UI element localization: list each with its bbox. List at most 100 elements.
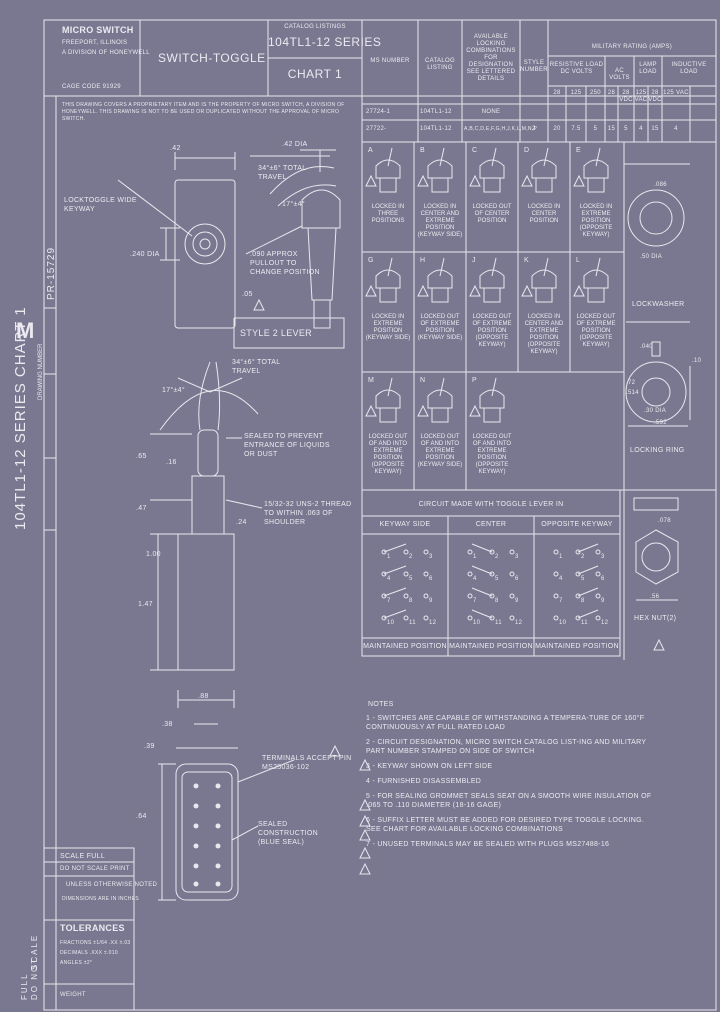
circuit-terminal xyxy=(554,594,558,598)
locking-description: LOCKED OUT OF AND INTO EXTREME POSITION … xyxy=(472,434,512,475)
circuit-terminal xyxy=(510,550,514,554)
mini-toggle-sketch xyxy=(376,258,400,302)
dim-100: 1.00 xyxy=(146,551,161,558)
voltage-cell: 28 VDC xyxy=(619,90,633,103)
locking-letter: E xyxy=(576,147,581,154)
terminal-number: 7 xyxy=(387,598,391,604)
terminal-number: 9 xyxy=(601,598,605,604)
circuit-terminal xyxy=(382,550,386,554)
note-item: 2 - CIRCUIT DESIGNATION, MICRO SWITCH CA… xyxy=(366,739,647,755)
mini-toggle-sketch xyxy=(376,148,400,192)
ac-header: AC VOLTS xyxy=(609,68,630,81)
terminal-number: 1 xyxy=(559,554,563,560)
circuit-footer-1: MAINTAINED POSITION xyxy=(363,643,447,650)
mini-toggle-sketch xyxy=(532,148,556,192)
ring-dim-3: .72 xyxy=(626,380,636,386)
circuit-terminal xyxy=(468,594,472,598)
side-angle-label: 17°±4° xyxy=(162,387,185,394)
circuit-terminal xyxy=(424,594,428,598)
mini-toggle-sketch xyxy=(532,258,556,302)
drawing-number-label: DRAWING NUMBER xyxy=(38,343,44,400)
terminal-number: 4 xyxy=(473,576,477,582)
terminal-number: 12 xyxy=(515,620,523,626)
circuit-col-opposite: OPPOSITE KEYWAY xyxy=(541,521,613,528)
locking-description: LOCKED IN EXTREME POSITION (OPPOSITE KEY… xyxy=(579,204,613,238)
circuit-terminal xyxy=(424,572,428,576)
rating-cell: 15 xyxy=(651,126,659,132)
circuit-terminal xyxy=(468,550,472,554)
ring-dim-4: .514 xyxy=(626,390,639,396)
locking-description: LOCKED IN CENTER AND EXTREME POSITION (K… xyxy=(417,204,463,238)
warning-triangle-icon xyxy=(574,176,584,186)
terminal-number: 1 xyxy=(387,554,391,560)
dim-05: .05 xyxy=(242,291,253,298)
hex-nut-label: HEX NUT(2) xyxy=(634,615,677,622)
terminal-number: 5 xyxy=(409,576,413,582)
terminals-label: TERMINALS ACCEPT PIN MS25036-102 xyxy=(262,755,352,771)
locking-description: LOCKED IN EXTREME POSITION (KEYWAY SIDE) xyxy=(365,314,411,341)
circuit-terminal xyxy=(490,550,494,554)
lamp-header: LAMP LOAD xyxy=(639,62,657,75)
locking-letter: B xyxy=(420,147,425,154)
warning-triangle-icon xyxy=(366,176,376,186)
terminal-number: 11 xyxy=(409,620,416,626)
style-header: STYLE NUMBER xyxy=(520,60,548,73)
locking-letter: A xyxy=(368,147,373,154)
terminal-number: 10 xyxy=(387,620,395,626)
proprietary-notice: THIS DRAWING COVERS A PROPRIETARY ITEM A… xyxy=(62,102,345,122)
mini-toggle-sketch xyxy=(428,148,452,192)
dim-88: .88 xyxy=(198,693,209,700)
locking-letter: C xyxy=(472,147,478,154)
warning-triangle-icon xyxy=(360,848,370,858)
row2-catalog: 104TL1-12 xyxy=(420,126,452,132)
circuit-terminal xyxy=(576,550,580,554)
side-travel-label: 34°±6° TOTAL TRAVEL xyxy=(232,359,281,375)
warning-triangle-icon xyxy=(470,176,480,186)
travel-label: 34°±6° TOTAL TRAVEL xyxy=(258,165,307,181)
dim-65: .65 xyxy=(136,453,147,460)
ms-number-header: MS NUMBER xyxy=(370,58,410,64)
row1-locking: NONE xyxy=(481,109,501,115)
dim-16: .16 xyxy=(166,459,177,466)
circuit-terminal xyxy=(490,616,494,620)
terminal-number: 2 xyxy=(581,554,585,560)
notes-list: 1 - SWITCHES ARE CAPABLE OF WITHSTANDING… xyxy=(366,714,656,855)
locking-description: LOCKED IN THREE POSITIONS xyxy=(371,204,405,224)
warning-triangle-icon xyxy=(360,816,370,826)
locking-description: LOCKED IN CENTER POSITION xyxy=(527,204,561,224)
dim-38: .38 xyxy=(162,721,173,728)
voltage-cell: 28 xyxy=(607,90,616,96)
terminal-number: 10 xyxy=(473,620,481,626)
circuit-terminal xyxy=(596,594,600,598)
mini-toggle-sketch xyxy=(584,148,608,192)
row2-ms: 27722- xyxy=(366,126,387,132)
locking-letter: P xyxy=(472,377,477,384)
locking-letter: L xyxy=(576,257,581,264)
warning-triangle-icon xyxy=(418,406,428,416)
note-item: 5 - FOR SEALING GROMMET SEALS SEAT ON A … xyxy=(366,793,652,809)
locking-ring-label: LOCKING RING xyxy=(630,447,685,454)
row1-catalog: 104TL1-12 xyxy=(420,109,452,115)
lockwasher-dim-1: .086 xyxy=(654,182,667,188)
sealed-construction-label: SEALED CONSTRUCTION (BLUE SEAL) xyxy=(258,821,318,846)
circuit-col-keyway: KEYWAY SIDE xyxy=(379,521,431,528)
terminal-number: 8 xyxy=(495,598,499,604)
circuit-terminal xyxy=(554,572,558,576)
note-item: 7 - UNUSED TERMINALS MAY BE SEALED WITH … xyxy=(366,841,610,848)
warning-triangle-icon xyxy=(360,864,370,874)
terminal-number: 4 xyxy=(559,576,563,582)
warning-triangle-icon xyxy=(522,286,532,296)
locking-description: LOCKED OUT OF AND INTO EXTREME POSITION … xyxy=(417,434,463,468)
terminal-number: 4 xyxy=(387,576,391,582)
scale-label: SCALE FULL xyxy=(60,853,106,860)
resistive-header: RESISTIVE LOAD DC VOLTS xyxy=(549,62,604,75)
circuit-footer-3: MAINTAINED POSITION xyxy=(535,643,619,650)
circuit-terminal xyxy=(382,594,386,598)
locking-letter: J xyxy=(472,257,476,264)
mini-toggle-sketch xyxy=(428,378,452,422)
terminal-number: 5 xyxy=(581,576,585,582)
locking-header: AVAILABLE LOCKING COMBINATIONS FOR DESIG… xyxy=(466,34,516,82)
cage-code: CAGE CODE 91929 xyxy=(62,84,121,90)
notes-title: NOTES xyxy=(368,701,394,708)
